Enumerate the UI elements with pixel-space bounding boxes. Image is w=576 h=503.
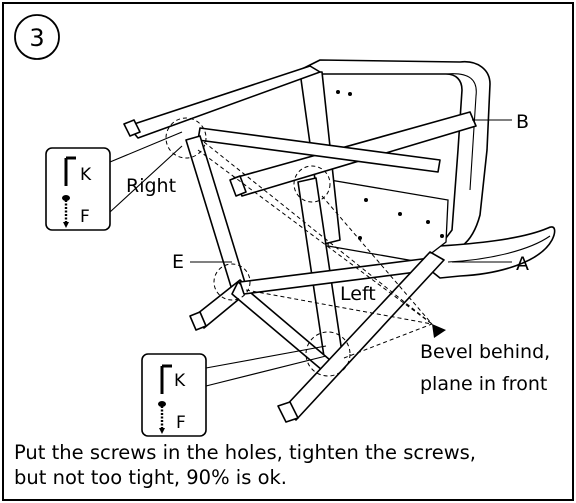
label-part-e: E — [172, 251, 184, 273]
callout-top-bolt-letter: F — [80, 207, 90, 227]
top-rail-rear — [127, 65, 321, 139]
screw-icon — [64, 156, 76, 186]
label-bevel-line1: Bevel behind, — [420, 341, 550, 363]
label-right: Right — [126, 175, 176, 197]
step-badge: 3 — [14, 14, 60, 60]
instruction-line-1: Put the screws in the holes, tighten the… — [14, 441, 477, 464]
detail-circle-top-mid — [293, 165, 331, 203]
instruction-text: Put the screws in the holes, tighten the… — [14, 440, 570, 490]
label-left: Left — [340, 283, 376, 305]
screw-icon — [160, 364, 172, 394]
arrow-icon — [432, 324, 446, 338]
callout-bottom-screw-letter: K — [174, 371, 186, 391]
callout-bottom-bolt-letter: F — [176, 413, 186, 433]
instruction-line-2: but not too tight, 90% is ok. — [14, 466, 287, 489]
label-part-a: A — [516, 253, 529, 275]
step-number: 3 — [29, 24, 44, 52]
bolt-icon — [62, 195, 70, 228]
seat-a — [419, 226, 556, 279]
detail-circle-bottom — [305, 331, 351, 377]
detail-circle-lower-left — [213, 263, 251, 301]
detail-circle-top-left — [165, 117, 207, 159]
callout-top-screw-letter: K — [80, 165, 92, 185]
label-part-b: B — [516, 111, 529, 133]
callout-bottom: K F — [141, 345, 327, 437]
leg-e — [185, 135, 247, 291]
bolt-icon — [158, 401, 166, 434]
callout-top: K F — [45, 131, 183, 231]
chair-drawing — [123, 59, 556, 423]
label-bevel-line2: plane in front — [420, 373, 547, 395]
seat-underside — [327, 179, 449, 263]
